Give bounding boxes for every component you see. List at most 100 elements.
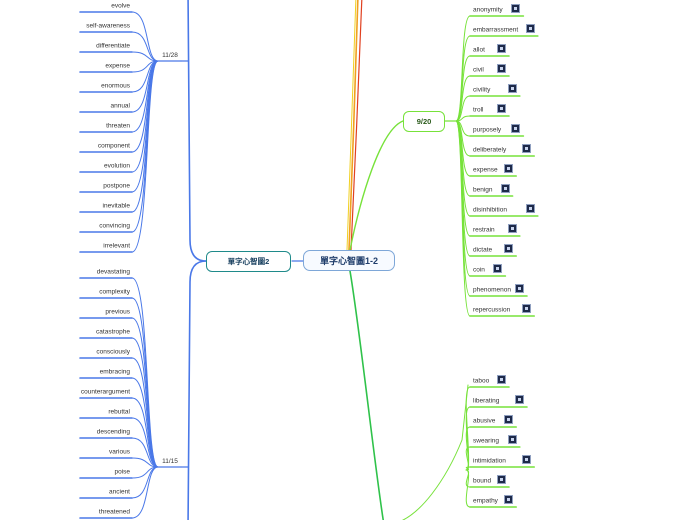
topic-right[interactable]: 9/20 <box>403 111 445 132</box>
word-empathy[interactable]: empathy <box>473 497 498 505</box>
word-abusive[interactable]: abusive <box>473 417 496 425</box>
link-self-awareness <box>131 31 159 62</box>
group-label-11-28[interactable]: 11/28 <box>162 52 178 59</box>
link-left-trunk-down <box>187 260 207 520</box>
word-ancient[interactable]: ancient <box>109 488 130 496</box>
link-counterargument <box>131 397 159 468</box>
image-icon[interactable] <box>497 44 506 53</box>
link-ancient <box>131 466 159 499</box>
link-repercussion <box>455 120 471 317</box>
word-enormous[interactable]: enormous <box>101 82 130 90</box>
word-complexity[interactable]: complexity <box>99 288 130 296</box>
word-inevitable[interactable]: inevitable <box>102 202 130 210</box>
image-icon[interactable] <box>511 124 521 133</box>
word-poise[interactable]: poise <box>114 468 130 476</box>
word-annual[interactable]: annual <box>110 102 130 110</box>
image-icon[interactable] <box>507 435 517 444</box>
word-civility[interactable]: civility <box>473 86 491 94</box>
word-bound[interactable]: bound <box>473 477 492 485</box>
image-icon[interactable] <box>515 395 524 404</box>
word-convincing[interactable]: convincing <box>99 222 130 230</box>
word-component[interactable]: component <box>97 142 130 150</box>
image-icon[interactable] <box>525 204 535 213</box>
word-allot[interactable]: allot <box>473 46 485 54</box>
word-disinhibition[interactable]: disinhibition <box>473 206 507 214</box>
word-restrain[interactable]: restrain <box>473 226 495 234</box>
word-deliberately[interactable]: deliberately <box>473 146 507 154</box>
word-repercussion[interactable]: repercussion <box>473 306 511 314</box>
topic-left[interactable]: 單字心智圖2 <box>206 251 291 272</box>
image-icon[interactable] <box>497 64 506 73</box>
word-liberating[interactable]: liberating <box>473 397 500 405</box>
image-icon[interactable] <box>522 304 532 313</box>
word-dictate[interactable]: dictate <box>473 246 493 254</box>
link-civility <box>455 95 471 122</box>
link-top-orange <box>348 0 359 251</box>
link-top-red <box>350 0 363 251</box>
word-expense[interactable]: expense <box>473 166 498 174</box>
word-evolution[interactable]: evolution <box>103 162 130 170</box>
image-icon[interactable] <box>504 495 514 504</box>
image-icon[interactable] <box>504 415 514 424</box>
word-expense[interactable]: expense <box>105 62 130 70</box>
word-catastrophe[interactable]: catastrophe <box>96 328 130 336</box>
word-irrelevant[interactable]: irrelevant <box>103 242 130 250</box>
word-swearing[interactable]: swearing <box>473 437 500 445</box>
word-troll[interactable]: troll <box>473 106 484 114</box>
word-embracing[interactable]: embracing <box>99 368 130 376</box>
link-threatened <box>131 466 159 519</box>
link-irrelevant <box>131 60 159 253</box>
word-counterargument[interactable]: counterargument <box>80 388 130 396</box>
image-icon[interactable] <box>522 455 532 464</box>
word-embarrassment[interactable]: embarrassment <box>473 26 519 34</box>
image-icon[interactable] <box>497 104 506 113</box>
word-threaten[interactable]: threaten <box>106 122 130 130</box>
word-descending[interactable]: descending <box>96 428 130 436</box>
link-rebuttal <box>131 417 159 468</box>
word-threatened[interactable]: threatened <box>98 508 130 516</box>
word-evolve[interactable]: evolve <box>111 2 130 10</box>
image-icon[interactable] <box>500 184 510 193</box>
link-bottom-hub <box>401 384 469 520</box>
image-icon[interactable] <box>507 224 517 233</box>
word-purposely[interactable]: purposely <box>473 126 502 134</box>
word-intimidation[interactable]: intimidation <box>473 457 506 465</box>
image-icon[interactable] <box>525 24 535 33</box>
image-icon[interactable] <box>511 4 521 13</box>
image-icon[interactable] <box>504 244 514 253</box>
image-icon[interactable] <box>507 84 517 93</box>
link-embracing <box>131 377 159 468</box>
word-self-awareness[interactable]: self-awareness <box>86 22 130 30</box>
word-devastating[interactable]: devastating <box>96 268 130 276</box>
link-left-trunk-up <box>187 0 207 262</box>
link-central-to-bottom <box>349 270 385 520</box>
link-consciously <box>131 357 159 468</box>
word-rebuttal[interactable]: rebuttal <box>108 408 130 416</box>
word-taboo[interactable]: taboo <box>473 377 490 385</box>
link-descending <box>131 437 159 468</box>
image-icon[interactable] <box>504 164 514 173</box>
link-swearing <box>465 446 471 471</box>
central-topic[interactable]: 單字心智圖1-2 <box>303 250 395 271</box>
word-postpone[interactable]: postpone <box>103 182 130 190</box>
word-differentiate[interactable]: differentiate <box>96 42 130 50</box>
group-label-11-15[interactable]: 11/15 <box>162 458 178 465</box>
link-evolve <box>131 11 159 62</box>
word-benign[interactable]: benign <box>473 186 493 194</box>
image-icon[interactable] <box>522 144 532 153</box>
word-phenomenon[interactable]: phenomenon <box>473 286 511 294</box>
word-previous[interactable]: previous <box>105 308 130 316</box>
link-empathy <box>465 469 471 508</box>
word-various[interactable]: various <box>109 448 130 456</box>
image-icon[interactable] <box>497 475 506 484</box>
word-anonymity[interactable]: anonymity <box>473 6 503 14</box>
image-icon[interactable] <box>493 264 503 273</box>
word-coin[interactable]: coin <box>473 266 485 274</box>
image-icon[interactable] <box>497 375 506 384</box>
word-consciously[interactable]: consciously <box>96 348 130 356</box>
image-icon[interactable] <box>515 284 524 293</box>
word-civil[interactable]: civil <box>473 66 484 74</box>
link-civil <box>455 75 471 122</box>
